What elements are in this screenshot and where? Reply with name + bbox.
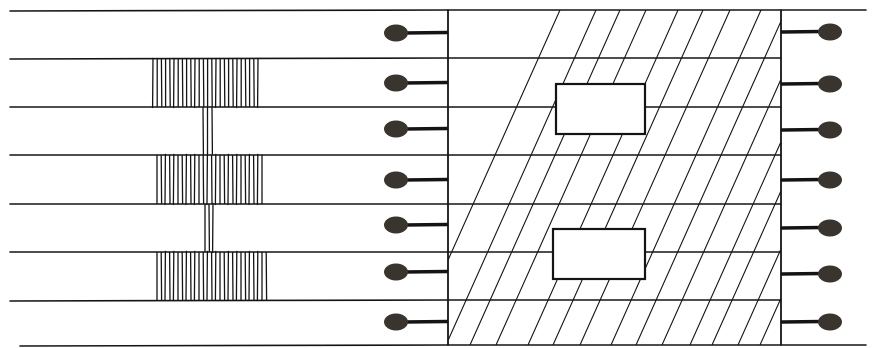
hatch-line — [410, 10, 560, 345]
hatch-line — [636, 10, 786, 345]
left-pins — [384, 25, 447, 331]
pin-stem — [404, 33, 447, 34]
pin-head — [818, 266, 842, 283]
connector-lower — [205, 203, 213, 252]
hatched-panel — [410, 10, 879, 345]
pin-stem — [782, 130, 822, 131]
left-pin-6 — [384, 264, 447, 281]
pin-head — [384, 25, 408, 42]
pin-stem — [782, 32, 822, 33]
horizontal-line — [10, 300, 448, 301]
connector-upper — [203, 107, 212, 155]
left-pin-2 — [384, 75, 447, 92]
pin-head — [384, 121, 408, 138]
pin-stem — [782, 84, 822, 85]
striped-block-middle — [157, 154, 262, 204]
striped-block-top — [153, 58, 258, 107]
pin-head — [384, 217, 408, 234]
pin-stem — [782, 180, 822, 181]
hatch-line — [496, 10, 646, 345]
pin-stem — [404, 272, 447, 273]
pin-head — [818, 172, 842, 189]
left-pin-7 — [384, 314, 447, 331]
pin-head — [818, 122, 842, 139]
pin-stem — [782, 274, 822, 275]
pin-head — [384, 314, 408, 331]
hatch-line — [470, 10, 620, 345]
hatch-line — [446, 10, 596, 345]
right-pin-6 — [782, 266, 842, 283]
pin-stem — [404, 129, 447, 130]
pin-head — [818, 314, 842, 331]
striped-block-bottom — [157, 251, 267, 300]
pin-stem — [404, 322, 447, 323]
pin-head — [384, 264, 408, 281]
pin-stem — [404, 83, 447, 84]
hatch-line — [738, 10, 879, 345]
hatch-line — [553, 10, 703, 345]
pin-stem — [404, 225, 447, 226]
right-pin-7 — [782, 314, 842, 331]
pin-stem — [782, 322, 822, 323]
right-pin-4 — [782, 172, 842, 189]
right-pins — [782, 24, 842, 331]
left-pin-5 — [384, 217, 447, 234]
hatch-line — [662, 10, 812, 345]
left-pin-4 — [384, 172, 447, 189]
left-pin-1 — [384, 25, 447, 42]
right-pin-1 — [782, 24, 842, 41]
pin-stem — [404, 180, 447, 181]
pin-head — [818, 220, 842, 237]
bottom-line — [20, 345, 448, 346]
striped-blocks — [153, 58, 267, 300]
right-pin-5 — [782, 220, 842, 237]
hatch-lines — [410, 10, 879, 345]
right-pin-2 — [782, 76, 842, 93]
upper-rectangle — [556, 84, 645, 134]
hatch-line — [690, 10, 840, 345]
hatch-line — [611, 10, 761, 345]
left-pin-3 — [384, 121, 447, 138]
pin-head — [384, 172, 408, 189]
horizontal-line — [10, 10, 448, 11]
right-pin-3 — [782, 122, 842, 139]
pin-head — [818, 76, 842, 93]
pin-stem — [782, 228, 822, 229]
pin-head — [384, 75, 408, 92]
lower-rectangle — [553, 229, 645, 279]
pin-head — [818, 24, 842, 41]
